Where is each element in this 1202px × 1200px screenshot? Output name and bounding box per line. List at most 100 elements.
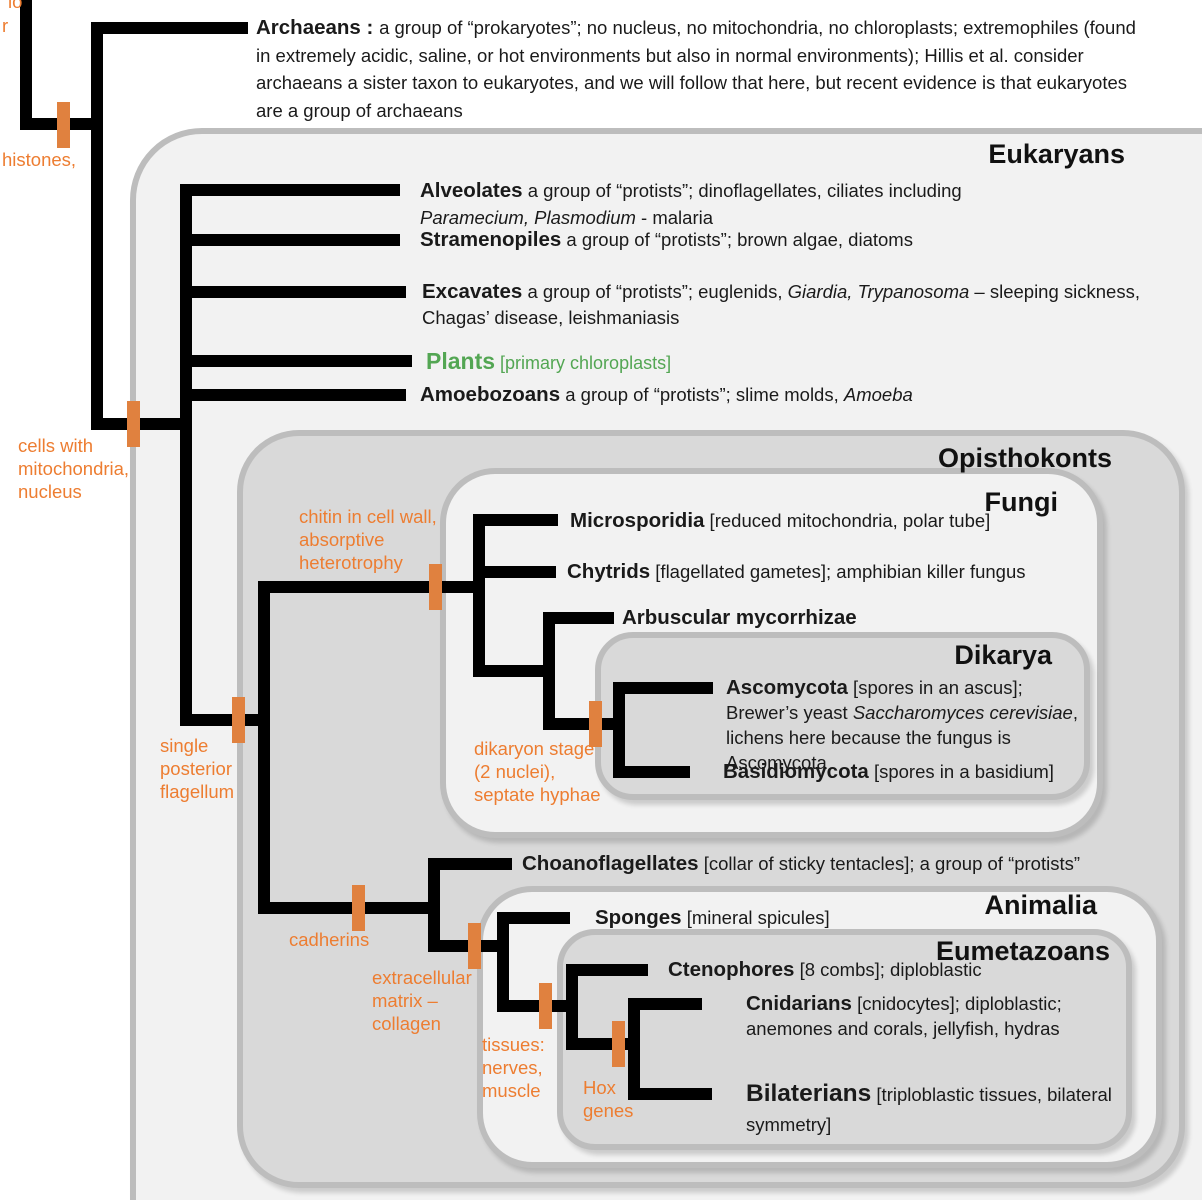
- clade-header-opisthokonts: Opisthokonts: [938, 443, 1112, 473]
- taxon-sponges: Sponges [mineral spicules]: [595, 905, 995, 931]
- branch-bilaterians-branch: [628, 1088, 712, 1100]
- branch-ecm-stem: [428, 940, 505, 952]
- trait-label-hox-genes: Hox genes: [583, 1077, 634, 1121]
- taxon-ascomycota-text: , lichens here because the fungus is Asc…: [726, 702, 1078, 773]
- branch-cadherins-stem: [258, 902, 440, 914]
- taxon-excavates-text: Trypanosoma: [857, 281, 970, 302]
- taxon-choanoflagellates-text: Choanoflagellates: [522, 852, 699, 875]
- branch-dikarya-trunk: [613, 682, 625, 778]
- trait-label-fragment-r: r: [2, 15, 9, 36]
- trait-label-cadherins: cadherins: [289, 929, 370, 950]
- branch-excavates-branch: [180, 286, 406, 298]
- branch-arbuscular-trunk: [543, 612, 555, 730]
- trait-tick-flagellum: [232, 697, 245, 743]
- taxon-sponges-text: Sponges: [595, 906, 682, 929]
- taxon-alveolates-text: Plasmodium: [534, 207, 636, 228]
- branch-plants-branch: [180, 355, 412, 367]
- taxon-microsporidia-text: Microsporidia: [570, 509, 705, 532]
- taxon-cnidarians-text: Cnidarians: [746, 992, 852, 1015]
- taxon-amoebozoans-text: Amoebozoans: [420, 383, 561, 406]
- taxon-amoebozoans-text: a group of “protists”; slime molds,: [560, 384, 844, 405]
- taxon-ctenophores-text: [8 combs]; diploblastic: [794, 959, 982, 980]
- branch-opisthokont-stem: [180, 714, 270, 726]
- branch-archaea-euk-trunk: [91, 22, 103, 430]
- branch-opisthokont-trunk: [258, 581, 270, 914]
- branch-arbuscular-branch: [543, 612, 614, 624]
- taxon-bilaterians-text: [triploblastic tissues, bilateral symmet…: [746, 1084, 1112, 1135]
- clade-header-dikarya: Dikarya: [954, 640, 1052, 670]
- taxon-alveolates-text: Paramecium,: [420, 207, 529, 228]
- taxon-chytrids: Chytrids [flagellated gametes]; amphibia…: [567, 559, 1087, 585]
- taxon-ascomycota: Ascomycota [spores in an ascus]; Brewer’…: [726, 675, 1086, 775]
- taxon-excavates-text: a group of “protists”; euglenids,: [522, 281, 788, 302]
- trait-tick-hox-genes: [612, 1021, 625, 1067]
- branch-animalia-trunk: [497, 912, 509, 1012]
- branch-chytrids-branch: [473, 566, 556, 578]
- taxon-ascomycota-text: Ascomycota: [726, 676, 848, 699]
- taxon-alveolates-text: a group of “protists”; dinoflagellates, …: [522, 180, 962, 201]
- clade-header-eumetazoans: Eumetazoans: [935, 936, 1110, 966]
- taxon-ctenophores-text: Ctenophores: [668, 958, 795, 981]
- trait-tick-ecm-collagen: [468, 923, 481, 969]
- taxon-alveolates-text: - malaria: [635, 207, 714, 228]
- clade-header-eukaryans: Eukaryans: [988, 139, 1125, 169]
- branch-ctenophores-branch: [566, 964, 648, 976]
- trait-label-mitochondria: cells with mitochondria, nucleus: [18, 435, 130, 502]
- trait-tick-histones: [57, 102, 70, 148]
- trait-tick-tissues: [539, 983, 552, 1029]
- trait-tick-mitochondria: [127, 401, 140, 447]
- taxon-basidiomycota: Basidiomycota [spores in a basidium]: [723, 759, 1083, 785]
- branch-eukaryote-trunk: [180, 184, 192, 726]
- branch-choano-trunk: [428, 858, 440, 952]
- trait-tick-cadherins: [352, 885, 365, 931]
- branch-archaeans-branch: [91, 22, 248, 34]
- taxon-amoebozoans-text: Amoeba: [843, 384, 913, 405]
- taxon-excavates: Excavates a group of “protists”; eugleni…: [422, 279, 1162, 331]
- branch-microsporidia-branch: [473, 514, 558, 526]
- taxon-amoebozoans: Amoebozoans a group of “protists”; slime…: [420, 382, 1060, 408]
- branch-stramenopiles-branch: [180, 234, 400, 246]
- branch-alveolates-branch: [180, 184, 400, 196]
- taxon-choanoflagellates-text: [collar of sticky tentacles]; a group of…: [698, 853, 1081, 874]
- trait-label-histones: histones,: [2, 149, 77, 170]
- taxon-choanoflagellates: Choanoflagellates [collar of sticky tent…: [522, 851, 1102, 877]
- branch-amoebozoans-branch: [180, 389, 406, 401]
- taxon-alveolates: Alveolates a group of “protists”; dinofl…: [420, 177, 1060, 231]
- trait-label-dikaryon: dikaryon stage (2 nuclei), septate hypha…: [474, 738, 601, 805]
- taxon-plants-text: [primary chloroplasts]: [495, 353, 672, 373]
- taxon-arbuscular-mycorrhizae: Arbuscular mycorrhizae: [622, 605, 1022, 631]
- taxon-plants: Plants [primary chloroplasts]: [426, 347, 1026, 377]
- taxon-arbuscular-mycorrhizae-text: Arbuscular mycorrhizae: [622, 606, 857, 629]
- taxon-bilaterians-text: Bilaterians: [746, 1080, 872, 1107]
- taxon-stramenopiles: Stramenopiles a group of “protists”; bro…: [420, 227, 1060, 253]
- branch-eumetazoan-trunk: [566, 964, 578, 1050]
- branch-fungi-lower-stem: [473, 665, 555, 677]
- taxon-microsporidia: Microsporidia [reduced mitochondria, pol…: [570, 508, 1070, 534]
- taxon-sponges-text: [mineral spicules]: [681, 907, 830, 928]
- branch-ascomycota-branch: [613, 682, 713, 694]
- branch-sponges-branch: [497, 912, 570, 924]
- trait-label-fragment-top: lo: [8, 0, 23, 12]
- taxon-cnidarians-text: [cnidocytes]; diploblastic; anemones and…: [746, 993, 1062, 1039]
- branch-tissues-stem: [497, 1000, 578, 1012]
- taxon-stramenopiles-text: a group of “protists”; brown algae, diat…: [561, 229, 913, 250]
- branch-basidiomycota-branch: [613, 766, 690, 778]
- taxon-archaeans-text: Archaeans :: [256, 16, 380, 39]
- taxon-excavates-text: Giardia,: [787, 281, 853, 302]
- taxon-plants-text: Plants: [426, 348, 496, 374]
- branch-cnidarians-branch: [628, 998, 702, 1010]
- taxon-stramenopiles-text: Stramenopiles: [420, 228, 562, 251]
- trait-tick-dikaryon: [589, 701, 602, 747]
- taxon-basidiomycota-text: Basidiomycota: [723, 760, 869, 783]
- branch-cnidaria-trunk: [628, 998, 640, 1100]
- clade-header-animalia: Animalia: [984, 890, 1097, 920]
- trait-tick-chitin: [429, 564, 442, 610]
- taxon-archaeans: Archaeans : a group of “prokaryotes”; no…: [256, 14, 1136, 124]
- taxon-excavates-text: Excavates: [422, 280, 523, 303]
- taxon-ascomycota-text: Saccharomyces cerevisiae: [852, 702, 1073, 723]
- branch-fungi-trunk: [473, 514, 485, 677]
- taxon-chytrids-text: Chytrids: [567, 560, 651, 583]
- branch-fungi-stem: [258, 581, 485, 593]
- clade-box-eumetazoans: [557, 929, 1132, 1150]
